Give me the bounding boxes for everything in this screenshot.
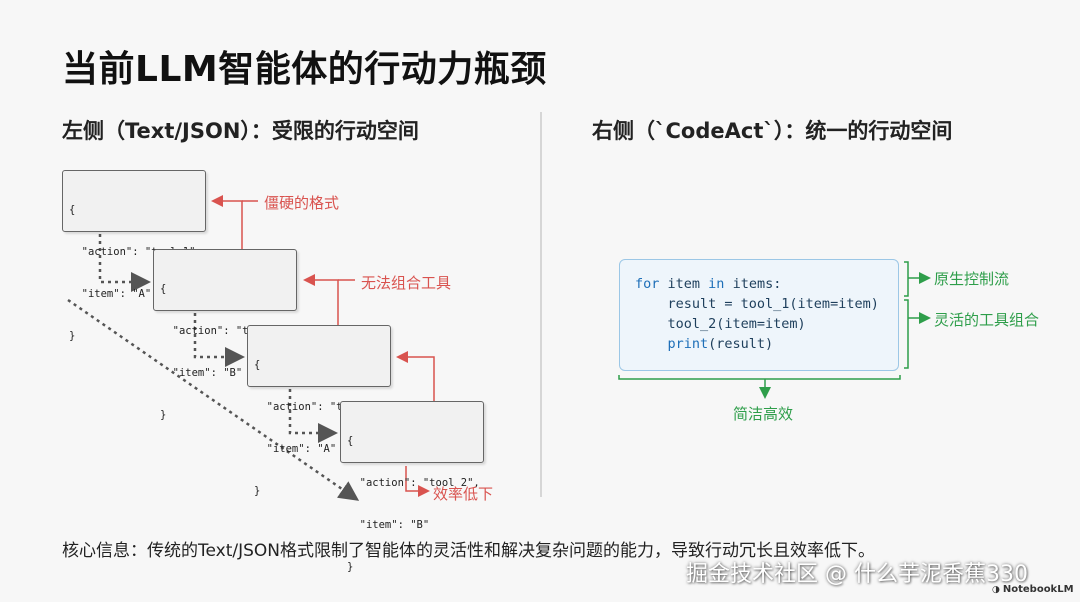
json-line: { [254,359,261,371]
no-composition-arrow-2 [396,351,435,401]
label-rigid-format: 僵硬的格式 [264,194,340,212]
inefficient-arrow [405,466,430,497]
json-action-box-2: { "action": "tool_1", "item": "B" } [153,249,297,421]
json-line: } [347,561,354,573]
code-text: (result) [708,336,774,352]
section-divider [540,112,542,497]
code-line-4: print(result) [635,334,898,354]
brand-name: NotebookLM [1002,584,1074,595]
code-text: items: [724,276,782,292]
json-action-box-4: { "action": "tool_2", "item": "B" } [340,401,484,573]
control-flow-bracket [904,261,909,297]
code-line-1: for item in items: [635,274,898,294]
label-no-composition: 无法组合工具 [361,274,452,292]
json-action-box-3: { "action": "tool_2", "item": "A" } [247,325,391,497]
json-line: { [69,204,76,216]
label-native-control-flow: 原生控制流 [934,270,1010,288]
json-line: "item": "A" [69,288,152,300]
json-line: } [160,409,167,421]
label-inefficient: 效率低下 [433,485,494,503]
label-flexible-composition: 灵活的工具组合 [934,311,1040,329]
step-connector-2 [193,313,245,367]
code-line-2: result = tool_1(item=item) [635,296,879,312]
right-heading: 右侧（`CodeAct`）：统一的行动空间 [592,119,953,143]
brand-logo: ◑NotebookLM [992,584,1074,595]
label-concise: 简洁高效 [733,405,794,423]
json-line: { [347,435,354,447]
code-text: item [659,276,709,292]
code-keyword: print [667,336,709,352]
json-line: } [69,330,76,342]
rigid-format-arrow [211,195,243,249]
code-keyword: in [708,276,725,292]
left-heading: 左侧（Text/JSON）：受限的行动空间 [62,119,419,143]
json-line: "item": "B" [347,519,430,531]
no-composition-arrow [303,274,339,325]
concise-bracket [618,375,901,380]
json-line: "item": "B" [160,367,243,379]
core-message: 核心信息：传统的Text/JSON格式限制了智能体的灵活性和解决复杂问题的能力，… [62,541,876,561]
page-title: 当前LLM智能体的行动力瓶颈 [62,49,547,90]
step-connector-1 [98,234,151,292]
codeact-code-box: for item in items: result = tool_1(item=… [619,259,899,371]
json-line: "item": "A" [254,443,337,455]
code-text [635,336,668,352]
step-connector-3 [288,389,338,443]
code-keyword: for [635,276,660,292]
json-action-box-1: { "action": "tool_1", "item": "A" } [62,170,206,342]
notebooklm-icon: ◑ [992,585,1000,595]
diagonal-progress-arrow [67,298,360,501]
composition-bracket [904,299,909,369]
watermark-text: 掘金技术社区 @ 什么芋泥香蕉330 [686,562,1028,587]
json-line: } [254,485,261,497]
json-line: { [160,283,167,295]
json-line: "action": "tool_2", [347,477,480,489]
code-line-3: tool_2(item=item) [635,316,806,332]
